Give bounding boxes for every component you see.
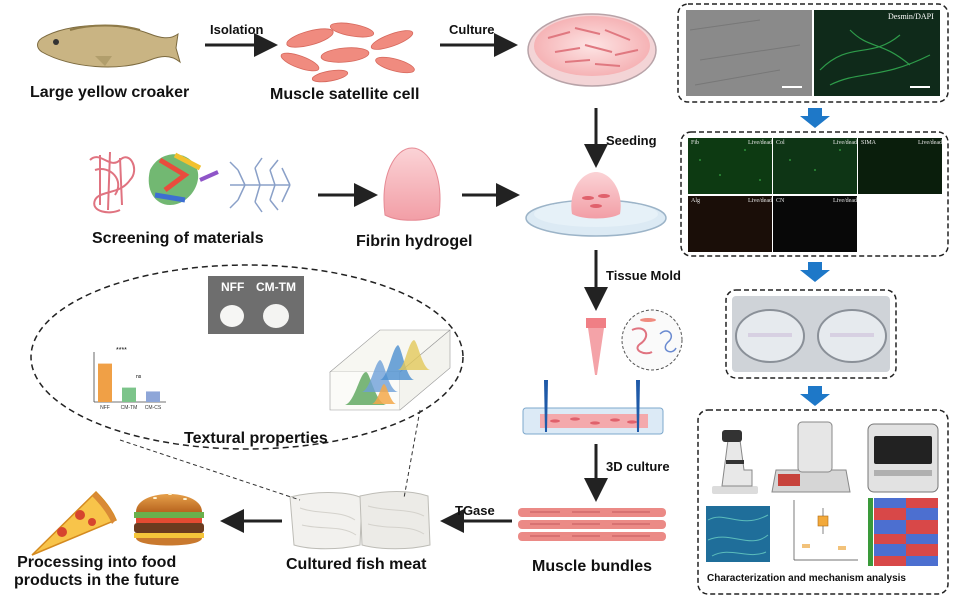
col-image — [773, 138, 857, 194]
arrow-label-tissue-mold: Tissue Mold — [606, 268, 681, 283]
label-fibrin-hydrogel: Fibrin hydrogel — [356, 233, 473, 250]
micro-label-sima: SIMA — [861, 140, 877, 146]
arrow-label-isolation: Isolation — [210, 22, 264, 37]
desmin-dapi-image — [814, 10, 940, 96]
seeded-dish-icon — [525, 172, 667, 237]
arrow-label-3d-culture: 3D culture — [606, 459, 670, 474]
brightfield-image — [686, 10, 812, 96]
sima-image — [858, 138, 942, 194]
microscopy-panel-border — [677, 3, 949, 103]
cultured-fish-meat-photo — [289, 491, 431, 550]
mold-photo-border — [725, 289, 897, 379]
live-dead-dots — [699, 149, 841, 181]
micro-label-col-ld: Live/dead — [833, 140, 857, 146]
micro-label-desmin: Desmin/DAPI — [888, 12, 934, 21]
cn-image — [773, 196, 857, 252]
live-dead-panel-border — [680, 131, 949, 257]
protein-structure-icon-color — [148, 152, 219, 205]
blue-arrow-1 — [800, 108, 830, 128]
fib-image — [688, 138, 772, 194]
label-large-yellow-croaker: Large yellow croaker — [30, 84, 190, 101]
callout-dash-left — [119, 439, 301, 501]
heatmap — [868, 498, 938, 566]
textural-properties-boundary — [30, 264, 464, 450]
callout-dash-right — [403, 409, 421, 499]
arrow-label-seeding: Seeding — [606, 133, 657, 148]
label-textural-properties: Textural properties — [184, 430, 328, 447]
significance-marker-1: **** — [116, 347, 127, 354]
micro-label-col: Col — [776, 140, 785, 146]
label-muscle-bundles: Muscle bundles — [532, 558, 653, 575]
microscope-icon — [712, 430, 758, 494]
3d-spectra-plot — [329, 329, 451, 411]
label-cultured-fish-meat: Cultured fish meat — [286, 556, 427, 573]
bar-cm-cs — [146, 391, 160, 402]
texture-analyzer-icon — [771, 421, 851, 493]
blue-arrow-3 — [800, 386, 830, 406]
label-characterization: Characterization and mechanism analysis — [707, 573, 906, 584]
micro-label-sima-ld: Live/dead — [918, 140, 942, 146]
alg-image — [688, 196, 772, 252]
bar-nff — [98, 363, 112, 402]
bar-label-nff: NFF — [100, 405, 110, 411]
blue-arrow-2 — [800, 262, 830, 282]
arrow-label-tgase: TGase — [455, 503, 495, 518]
arrow-label-culture: Culture — [449, 22, 495, 37]
cell-material-inset-icon — [621, 309, 683, 371]
scale-bar — [910, 86, 930, 88]
label-processing-line2: products in the future — [14, 572, 180, 589]
fibrin-hydrogel-icon — [383, 147, 441, 221]
sequencer-icon — [867, 423, 939, 493]
significance-marker-2: ns — [136, 374, 142, 380]
fluorescence-texture — [707, 514, 769, 557]
burger-icon — [134, 493, 204, 546]
label-processing-line1: Processing into food — [17, 554, 177, 571]
micro-label-fib: Fib — [691, 140, 700, 146]
micro-label-fib-ld: Live/dead — [748, 140, 772, 146]
muscle-bundles-icon — [518, 508, 666, 541]
mold-sample-right — [830, 333, 874, 337]
petri-dish-culture-icon — [527, 13, 657, 87]
boxplot-chart — [793, 500, 858, 561]
sample-label-nff: NFF — [221, 280, 245, 294]
pipette-tip-icon — [586, 318, 606, 375]
label-screening-of-materials: Screening of materials — [92, 230, 264, 247]
yellow-croaker-icon — [37, 24, 181, 68]
micro-label-cn-ld: Live/dead — [833, 198, 857, 204]
bar-label-cm-tm: CM-TM — [121, 405, 138, 411]
polysaccharide-structure-icon — [229, 157, 291, 213]
texture-bar-chart: NFF CM-TM CM-CS **** ns — [93, 347, 166, 411]
mold-sample-left — [748, 333, 792, 337]
label-muscle-satellite-cell: Muscle satellite cell — [270, 86, 420, 103]
micro-label-alg-ld: Live/dead — [748, 198, 772, 204]
scale-bar — [782, 86, 802, 88]
label-processing-food: Processing into food products in the fut… — [14, 554, 179, 590]
protein-structure-icon-red — [89, 151, 136, 214]
micro-label-cn: CN — [776, 198, 785, 204]
bar-label-cm-cs: CM-CS — [145, 405, 162, 411]
pizza-icon — [31, 490, 117, 556]
muscle-satellite-cells-icon — [280, 22, 415, 83]
tissue-mold-icon — [522, 380, 664, 435]
micro-label-alg: Alg — [691, 198, 700, 204]
characterization-panel-border — [697, 409, 949, 595]
sample-label-cmtm: CM-TM — [256, 280, 296, 294]
brightfield-texture — [689, 19, 801, 86]
sample-photo — [208, 276, 304, 334]
bar-cm-tm — [122, 387, 136, 402]
desmin-fibers — [819, 29, 931, 86]
